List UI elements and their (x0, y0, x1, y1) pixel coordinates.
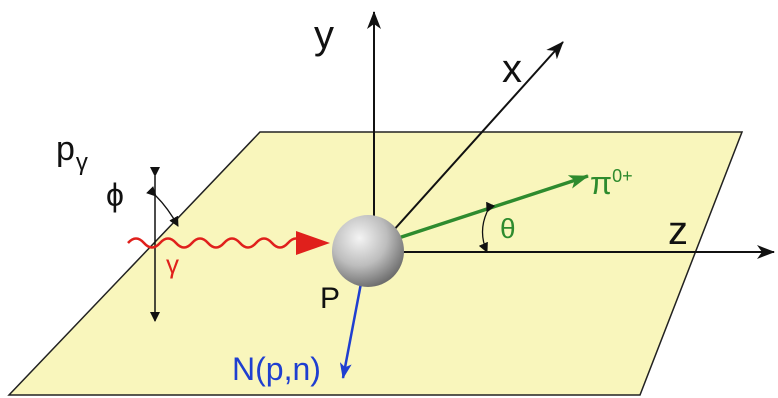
pion-sup: 0+ (612, 166, 633, 186)
phi-arc (146, 186, 179, 227)
nucleon-arrow (339, 277, 364, 379)
proton-label: P (320, 282, 340, 315)
pion-label: π0+ (590, 165, 633, 201)
proton-sphere (332, 215, 404, 287)
x-axis-label: x (502, 47, 522, 91)
phi-label: ϕ (106, 177, 124, 213)
photon-momentum-label: pγ (56, 130, 88, 176)
theta-arc (478, 201, 496, 253)
photon-arrowhead (296, 231, 330, 255)
pion-base: π (590, 165, 612, 201)
p-gamma-sub: γ (76, 149, 88, 176)
p-gamma-base: p (56, 130, 75, 168)
photon-label: γ (166, 249, 179, 279)
nucleon-label: N(p,n) (232, 351, 321, 387)
theta-label: θ (500, 213, 516, 244)
photon-wave (127, 237, 321, 249)
x-axis-arrow (373, 41, 564, 253)
y-axis-label: y (314, 13, 334, 57)
z-axis-label: z (668, 209, 688, 253)
